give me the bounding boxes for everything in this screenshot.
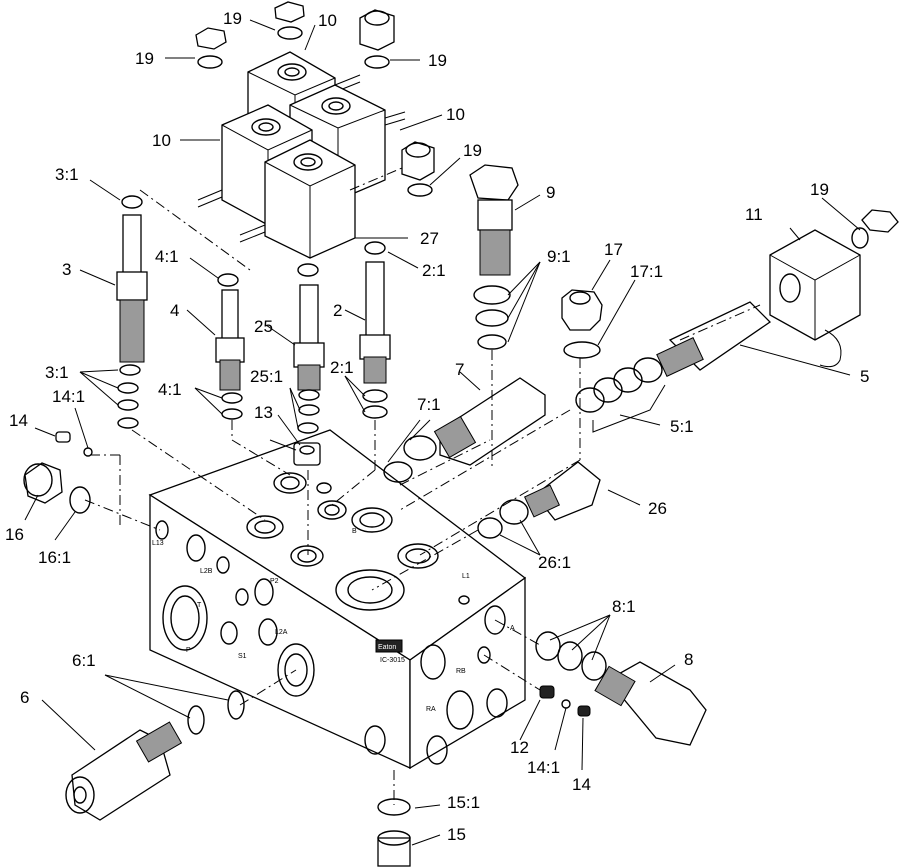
label-3-1: 3:1 xyxy=(45,363,69,382)
label-9: 9 xyxy=(546,183,555,202)
leader-lines xyxy=(24,19,861,846)
block-code: IC-3015 xyxy=(380,657,405,664)
mark-p: P xyxy=(186,647,191,654)
label-14-1: 14:1 xyxy=(527,758,560,777)
mark-l2a: L2A xyxy=(275,629,288,636)
part-labels: 19 19 10 19 10 10 19 3:1 3 4:1 4 25 2 2:… xyxy=(5,9,869,844)
label-7: 7 xyxy=(455,360,464,379)
mark-l1: L1 xyxy=(462,573,470,580)
assembly-center-lines xyxy=(84,167,761,805)
label-8: 8 xyxy=(684,650,693,669)
label-26-1: 26:1 xyxy=(538,553,571,572)
label-19: 19 xyxy=(463,141,482,160)
solenoid-coils xyxy=(197,51,406,259)
label-14-1: 14:1 xyxy=(52,387,85,406)
label-4: 4 xyxy=(170,301,179,320)
label-19: 19 xyxy=(810,180,829,199)
label-27: 27 xyxy=(420,229,439,248)
label-17-1: 17:1 xyxy=(630,262,663,281)
label-5: 5 xyxy=(860,367,869,386)
label-8-1: 8:1 xyxy=(612,597,636,616)
label-10: 10 xyxy=(318,11,337,30)
label-6-1: 6:1 xyxy=(72,651,96,670)
label-14: 14 xyxy=(9,411,28,430)
label-19: 19 xyxy=(428,51,447,70)
label-15-1: 15:1 xyxy=(447,793,480,812)
label-10: 10 xyxy=(152,131,171,150)
brand-plate xyxy=(375,639,403,653)
label-2-1: 2:1 xyxy=(330,358,354,377)
coil-nuts xyxy=(195,1,435,197)
manifold-block: L13 L2B P2 T S1 L2A P B RB RA A L1 Eaton… xyxy=(148,429,527,770)
label-12: 12 xyxy=(510,738,529,757)
label-7-1: 7:1 xyxy=(417,395,441,414)
label-2-1: 2:1 xyxy=(422,261,446,280)
label-26: 26 xyxy=(648,499,667,518)
label-4-1: 4:1 xyxy=(158,380,182,399)
label-9-1: 9:1 xyxy=(547,247,571,266)
label-2: 2 xyxy=(333,301,342,320)
mark-rb: RB xyxy=(456,668,466,675)
label-14: 14 xyxy=(572,775,591,794)
mark-s1: S1 xyxy=(238,653,247,660)
label-6: 6 xyxy=(20,688,29,707)
label-11: 11 xyxy=(745,205,763,224)
mark-l2b: L2B xyxy=(200,568,213,575)
mark-b: B xyxy=(352,528,357,535)
label-16: 16 xyxy=(5,525,24,544)
mark-t: T xyxy=(197,602,202,609)
label-16-1: 16:1 xyxy=(38,548,71,567)
label-19: 19 xyxy=(223,9,242,28)
mark-p2: P2 xyxy=(270,578,279,585)
label-3: 3 xyxy=(62,260,71,279)
mark-a: A xyxy=(510,625,515,632)
label-4-1: 4:1 xyxy=(155,247,179,266)
brand-name: Eaton xyxy=(378,644,396,651)
label-25: 25 xyxy=(254,317,273,336)
label-13: 13 xyxy=(254,403,273,422)
label-3-1: 3:1 xyxy=(55,165,79,184)
label-19: 19 xyxy=(135,49,154,68)
label-17: 17 xyxy=(604,240,623,259)
valve-cartridges xyxy=(23,164,899,867)
label-15: 15 xyxy=(447,825,466,844)
label-25-1: 25:1 xyxy=(250,367,283,386)
label-5-1: 5:1 xyxy=(670,417,694,436)
mark-ra: RA xyxy=(426,706,436,713)
label-10: 10 xyxy=(446,105,465,124)
mark-l13: L13 xyxy=(152,540,164,547)
